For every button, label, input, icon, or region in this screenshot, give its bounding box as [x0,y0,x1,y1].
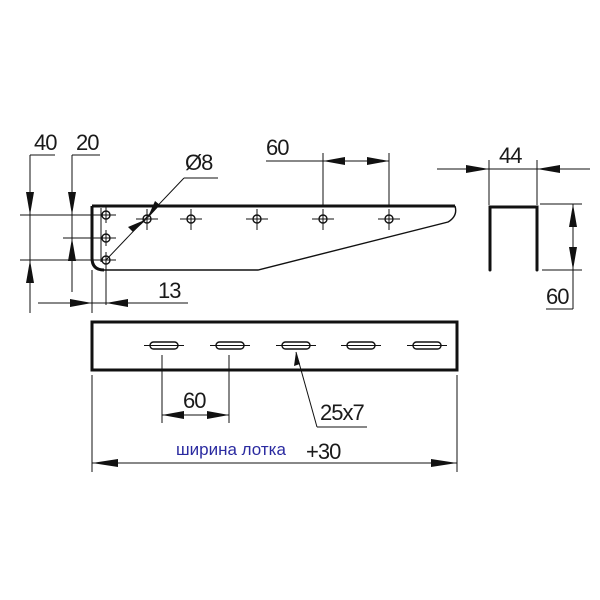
dim-label-40: 40 [34,130,57,155]
dimension-diameter-8: Ø8 [105,150,218,261]
slot-1 [144,341,184,350]
dim-label-60-bottom: 60 [183,388,206,413]
hole-left-1 [98,207,116,223]
bracket-outline [90,206,105,272]
hole-top-2 [180,209,202,230]
hole-left-3 [98,252,116,305]
dim-label-44: 44 [499,143,522,168]
side-view: 40 20 Ø8 60 [20,130,457,313]
tray-width-suffix: +30 [306,439,341,464]
slot-5 [407,341,447,350]
dimension-60-bottom: 60 [161,355,230,423]
slot-3 [276,341,316,350]
profile-view: 44 60 [437,143,590,310]
plate-outline [90,320,459,372]
tray-width-label: ширина лотка [176,440,286,459]
dim-label-diameter: Ø8 [185,150,213,175]
slot-4 [341,341,381,350]
hole-left-2 [98,230,116,246]
dimension-slot-size: 25x7 [294,351,367,428]
hole-top-4 [312,209,334,230]
dimension-40: 40 [20,130,98,313]
u-profile [488,205,539,272]
dimension-overall-length: ширина лотка +30 [91,375,458,472]
dimension-60-top: 60 [266,135,390,206]
dimension-13: 13 [38,270,188,313]
dim-label-25x7: 25x7 [320,400,364,425]
dim-label-60-profile: 60 [546,284,569,309]
dim-label-20: 20 [76,130,99,155]
dimension-20: 20 [63,130,100,292]
dim-label-13: 13 [158,278,181,303]
hole-top-3 [246,209,268,230]
hole-top-5 [378,209,400,230]
dim-label-60-top: 60 [266,135,289,160]
top-view: 60 25x7 ширина лотка +30 [90,320,459,472]
hole-top-1 [136,209,158,230]
slot-2 [210,341,250,350]
